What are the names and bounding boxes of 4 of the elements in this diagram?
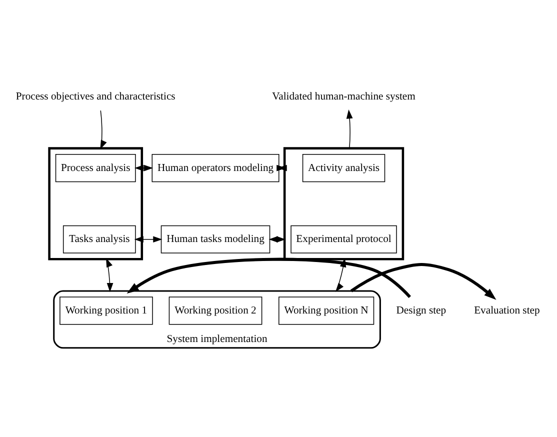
node-text: Process objectives and characteristics xyxy=(16,92,176,103)
node-text: Validated human-machine system xyxy=(272,92,416,103)
node-text: Evaluation step xyxy=(474,306,540,317)
node-text: Design step xyxy=(396,306,446,317)
